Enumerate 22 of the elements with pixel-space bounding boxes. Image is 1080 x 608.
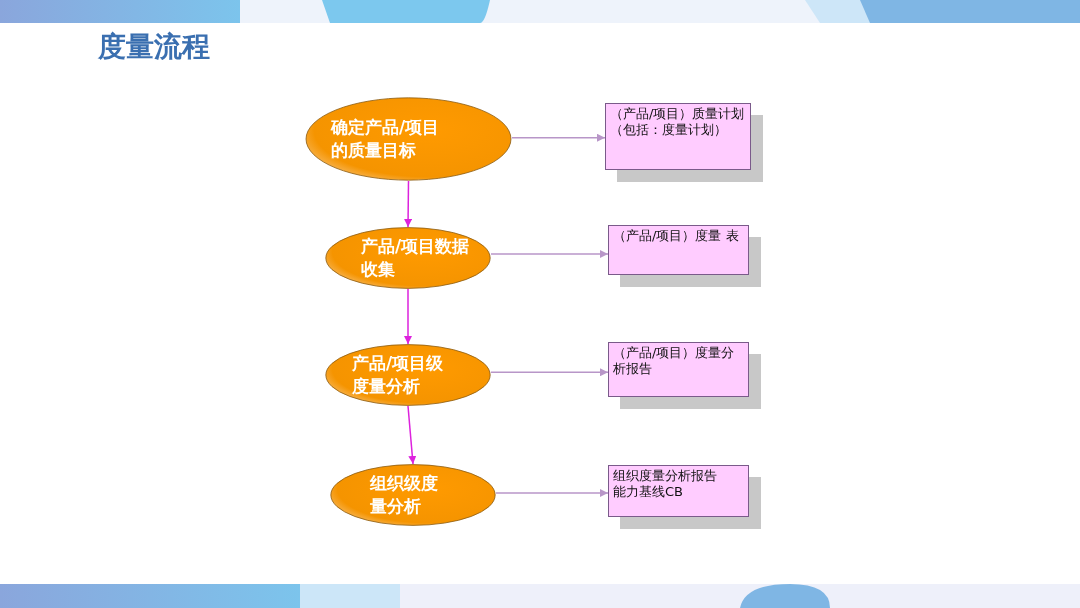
process-ellipse bbox=[305, 97, 512, 181]
arrow bbox=[490, 368, 609, 377]
node-label: 产品/项目数据收集 bbox=[361, 235, 471, 281]
arrow bbox=[404, 180, 413, 228]
process-ellipse bbox=[325, 227, 491, 289]
node-label: 确定产品/项目的质量目标 bbox=[331, 116, 441, 162]
arrow bbox=[495, 489, 609, 497]
node-label: （产品/项目）度量 表 bbox=[613, 228, 740, 244]
node-label: （包括：度量计划） bbox=[610, 122, 728, 138]
arrow bbox=[404, 288, 412, 345]
node-label: 组织度量分析报告 bbox=[613, 468, 718, 484]
arrow bbox=[490, 250, 609, 258]
slide-title: 度量流程 bbox=[98, 29, 210, 65]
arrow bbox=[407, 405, 417, 465]
process-ellipse bbox=[330, 464, 496, 526]
node-label: （产品/项目）度量分析报告 bbox=[613, 345, 736, 377]
node-label: 能力基线CB bbox=[613, 484, 684, 500]
arrow bbox=[511, 133, 606, 142]
node-label: 产品/项目级度量分析 bbox=[352, 352, 444, 398]
node-label: 组织级度量分析 bbox=[370, 472, 439, 518]
node-label: （产品/项目）质量计划 bbox=[610, 106, 746, 122]
process-ellipse bbox=[325, 344, 491, 406]
